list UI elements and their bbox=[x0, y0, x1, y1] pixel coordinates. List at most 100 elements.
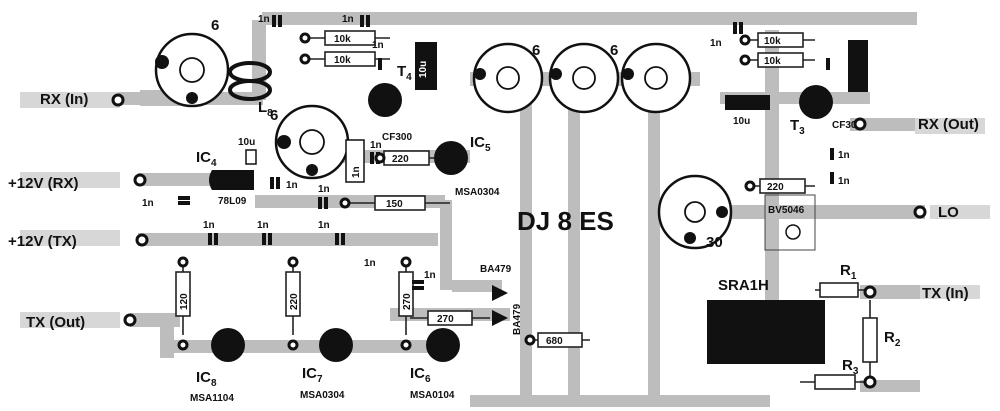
ic7-type: MSA0304 bbox=[300, 390, 345, 401]
ic6-type: MSA0104 bbox=[410, 390, 455, 401]
trimmer-2-label: 6 bbox=[270, 107, 278, 124]
bv5046-label: BV5046 bbox=[768, 205, 805, 216]
ic8-type: MSA1104 bbox=[190, 393, 234, 404]
r3-label: R3 bbox=[842, 357, 859, 377]
ic7-label: IC7 bbox=[302, 365, 323, 385]
trimmer-2: 6 bbox=[270, 104, 350, 180]
r2-label: R2 bbox=[884, 329, 901, 349]
cap-1n-k: 1n bbox=[318, 220, 330, 231]
resistor-220-3-value: 220 bbox=[289, 293, 300, 310]
cap-1n-m: 1n bbox=[424, 270, 436, 281]
port-tx-out: TX (Out) bbox=[26, 314, 85, 331]
resistor-150: 150 bbox=[345, 195, 450, 211]
resistor-680: 680 bbox=[530, 332, 590, 348]
cap-1n-g: 1n bbox=[318, 184, 330, 195]
bv5046: BV5046 bbox=[764, 194, 816, 251]
t3-type: CF300 bbox=[832, 120, 862, 131]
resistor-10k-3: 10k bbox=[745, 32, 815, 48]
cap-10u-1: 10u bbox=[415, 42, 437, 90]
diode-1-type: BA479 bbox=[480, 264, 512, 275]
resistor-220-3: 220 bbox=[285, 262, 301, 335]
port-labels: RX (In) +12V (RX) +12V (TX) TX (Out) RX … bbox=[8, 91, 979, 331]
transistor-t3: T3 CF300 bbox=[790, 85, 862, 137]
mixer-label: SRA1H bbox=[718, 277, 769, 294]
ic4-label: IC4 bbox=[196, 149, 217, 169]
capacitors: 1n 1n 1n 1n 1n 1n 1n 1n 1n 1n 1n 1n 1n 1… bbox=[142, 14, 850, 290]
ic6: IC6 MSA0104 bbox=[410, 328, 460, 401]
diode-2-type: BA479 bbox=[512, 303, 523, 335]
resistor-220-1-value: 220 bbox=[392, 154, 409, 165]
resistor-10k-4: 10k bbox=[745, 52, 815, 68]
resistor-r2: R2 bbox=[862, 300, 901, 380]
resistor-10k-1-value: 10k bbox=[334, 34, 351, 45]
trimmer-5 bbox=[620, 42, 692, 114]
board-title: DJ 8 ES bbox=[517, 206, 614, 236]
cap-10u-4-value: 10u bbox=[238, 137, 255, 148]
ic5: IC5 MSA0304 bbox=[434, 134, 500, 198]
cap-1n-f: 1n bbox=[286, 180, 298, 191]
r1-label: R1 bbox=[840, 262, 857, 282]
cap-1n-b: 1n bbox=[342, 14, 354, 25]
resistor-270-1: 270 bbox=[398, 262, 414, 335]
ic6-label: IC6 bbox=[410, 365, 431, 385]
diode-ba479: BA479 BA479 bbox=[480, 264, 523, 335]
resistor-220-2: 220 bbox=[750, 178, 815, 194]
resistor-150-value: 150 bbox=[386, 199, 403, 210]
port-12v-rx: +12V (RX) bbox=[8, 175, 78, 192]
cap-1n-vertical-value: 1n bbox=[351, 166, 362, 178]
cap-1n-c: 1n bbox=[710, 38, 722, 49]
port-tx-in: TX (In) bbox=[922, 285, 969, 302]
cap-1n-l: 1n bbox=[364, 258, 376, 269]
trimmer-3-label: 6 bbox=[532, 42, 540, 59]
ic4-regulator: IC4 78L09 bbox=[196, 149, 254, 207]
cap-10u-3-value: 10u bbox=[733, 116, 750, 127]
inductor-l8: L8 bbox=[228, 61, 273, 119]
mixer-sra1h: SRA1H bbox=[707, 277, 825, 364]
cap-1n-n: 1n bbox=[838, 150, 850, 161]
resistor-10k-4-value: 10k bbox=[764, 56, 781, 67]
transistor-t4: T4 CF300 bbox=[368, 63, 412, 143]
ic7: IC7 MSA0304 bbox=[300, 328, 353, 401]
resistor-680-value: 680 bbox=[546, 336, 563, 347]
resistor-10k-2: 10k bbox=[305, 51, 390, 67]
ic5-type: MSA0304 bbox=[455, 187, 500, 198]
resistor-10k-2-value: 10k bbox=[334, 55, 351, 66]
port-lo: LO bbox=[938, 204, 959, 221]
ic5-label: IC5 bbox=[470, 134, 491, 154]
cap-10u-4: 10u bbox=[238, 137, 257, 165]
resistor-r1: R1 bbox=[815, 262, 870, 298]
resistor-r3: R3 bbox=[800, 357, 870, 390]
solder-pads bbox=[111, 32, 927, 389]
port-rx-in: RX (In) bbox=[40, 91, 88, 108]
resistor-10k-3-value: 10k bbox=[764, 36, 781, 47]
port-rx-out: RX (Out) bbox=[918, 116, 979, 133]
cap-10u-2: 10u bbox=[848, 40, 868, 92]
trimmer-4: 6 bbox=[548, 42, 620, 114]
cap-1n-h: 1n bbox=[370, 140, 382, 151]
t4-label: T4 bbox=[397, 63, 412, 83]
resistor-270-2: 270 bbox=[410, 310, 490, 326]
resistor-10k-1: 10k bbox=[305, 30, 390, 46]
trimmer-1-label: 6 bbox=[211, 17, 219, 34]
cap-10u-1-value: 10u bbox=[418, 61, 429, 78]
trimmer-4-label: 6 bbox=[610, 42, 618, 59]
resistor-220-2-value: 220 bbox=[767, 182, 784, 193]
trimmer-3: 6 bbox=[472, 42, 544, 114]
cap-1n-e: 1n bbox=[142, 198, 154, 209]
cap-10u-2-value: 10u bbox=[854, 65, 865, 82]
resistor-270-2-value: 270 bbox=[437, 314, 454, 325]
port-12v-tx: +12V (TX) bbox=[8, 233, 77, 250]
resistor-120-value: 120 bbox=[179, 293, 190, 310]
ic8: IC8 MSA1104 bbox=[190, 328, 245, 404]
trimmer-6-label: 30 bbox=[706, 234, 723, 251]
cap-10u-3: 10u bbox=[725, 95, 770, 127]
resistor-270-1-value: 270 bbox=[402, 293, 413, 310]
cap-1n-j: 1n bbox=[257, 220, 269, 231]
ic8-label: IC8 bbox=[196, 369, 217, 389]
cap-1n-o: 1n bbox=[838, 176, 850, 187]
trimmer-1: 6 bbox=[154, 17, 230, 108]
trimmer-6: 30 bbox=[657, 174, 733, 251]
cap-1n-a: 1n bbox=[258, 14, 270, 25]
t4-type: CF300 bbox=[382, 132, 412, 143]
